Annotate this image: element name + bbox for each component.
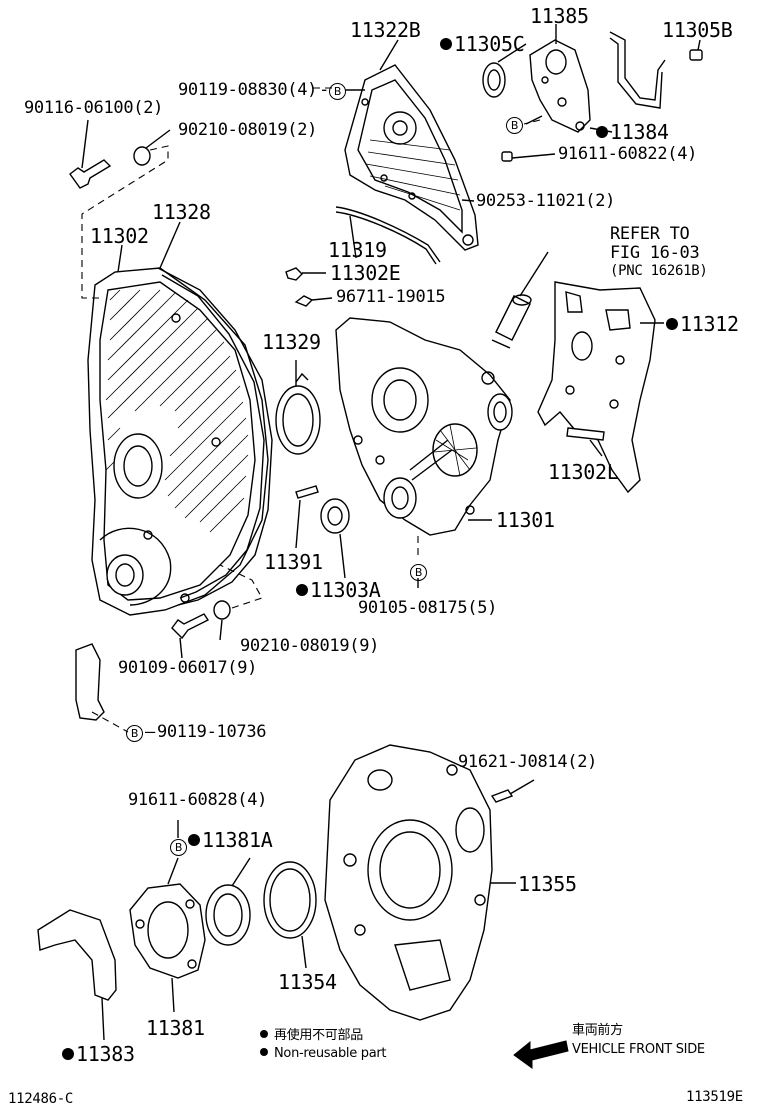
pipe-16261B [491, 294, 532, 349]
refer-line-1: REFER TO [610, 224, 690, 244]
nonreusable-dot-icon [596, 126, 608, 138]
label-11302L: 11302L [548, 460, 619, 484]
refer-line-3: (PNC 16261B) [610, 263, 708, 279]
bolt-90116-06100 [69, 159, 112, 189]
cover-11383 [37, 909, 117, 1001]
stud-11302L [566, 427, 605, 441]
label-90253-11021: 90253-11021(2) [476, 191, 616, 211]
bolt-90109-06017 [171, 613, 210, 640]
marker-b-11385: B [506, 116, 523, 134]
plate-11355 [324, 744, 493, 1021]
marker-b-retainer: B [170, 838, 187, 856]
label-11384: 11384 [596, 122, 669, 142]
nonreusable-dot-icon [666, 318, 678, 330]
label-90105-08175: 90105-08175(5) [358, 598, 498, 618]
label-11312: 11312 [666, 314, 739, 334]
label-90210-08019-9: 90210-08019(9) [240, 636, 380, 656]
label-11383: 11383 [62, 1044, 135, 1064]
legend-front-jp: 車両前方 [572, 1023, 623, 1038]
label-90109-06017: 90109-06017(9) [118, 658, 258, 678]
label-11305C: 11305C [440, 34, 525, 54]
label-91611-60828: 91611-60828(4) [128, 790, 268, 810]
nut-90210-top [133, 146, 151, 166]
legend-nonreusable-en: Non-reusable part [260, 1047, 387, 1060]
label-11391: 11391 [264, 550, 323, 574]
plug-11305B [689, 49, 703, 61]
arrow-icon [513, 1040, 569, 1069]
refer-line-2: FIG 16-03 [610, 243, 700, 263]
label-11381A: 11381A [188, 830, 273, 850]
nonreusable-dot-icon [188, 834, 200, 846]
seal-11354 [263, 861, 317, 939]
upper-cover-11322B [344, 64, 479, 251]
label-11302E: 11302E [330, 261, 401, 285]
dashed-leaders [91, 87, 541, 733]
label-11355: 11355 [518, 872, 577, 896]
label-91611-60822: 91611-60822(4) [558, 144, 698, 164]
label-11301: 11301 [496, 508, 555, 532]
gasket-11329 [275, 372, 321, 455]
legend-nonreusable-jp: 再使用不可部品 [260, 1029, 363, 1042]
label-11305B: 11305B [662, 18, 733, 42]
label-11302: 11302 [90, 224, 149, 248]
nonreusable-dot-icon [440, 38, 452, 50]
label-90119-10736: B—90119-10736 [126, 724, 267, 742]
footer-left-code: 112486-C [8, 1091, 74, 1107]
bracket-90119-10736 [75, 643, 105, 721]
timing-cover-11302 [87, 267, 269, 616]
label-90119-08830: 90119-08830(4)-B [178, 82, 347, 100]
pin-11391 [295, 485, 319, 499]
nonreusable-dot-icon [260, 1030, 268, 1038]
nut-90210-lower [213, 600, 231, 620]
gasket-11328 [157, 267, 273, 606]
case-11301 [335, 317, 513, 536]
label-96711-19015: 96711-19015 [336, 287, 446, 307]
bolt-91621-J0814 [490, 789, 514, 803]
bracket-11384 [609, 31, 666, 109]
label-11322B: 11322B [350, 18, 421, 42]
nonreusable-dot-icon [260, 1048, 268, 1056]
seal-11303A [320, 498, 350, 534]
label-91621-J0814: 91621-J0814(2) [458, 752, 598, 772]
nonreusable-dot-icon [296, 584, 308, 596]
footer-right-code: 113519E [686, 1089, 743, 1105]
label-90210-08019-2: 90210-08019(2) [178, 120, 318, 140]
nonreusable-dot-icon [62, 1048, 74, 1060]
part-11302E-icon [285, 267, 303, 281]
plate-11385 [529, 39, 591, 133]
label-11385: 11385 [530, 4, 589, 28]
marker-b-case: B [410, 563, 427, 581]
label-11328: 11328 [152, 200, 211, 224]
gasket-11312 [537, 281, 656, 494]
legend-front-en: VEHICLE FRONT SIDE [572, 1042, 705, 1057]
rod-11319 [335, 206, 441, 263]
label-11303A: 11303A [296, 580, 381, 600]
label-11381: 11381 [146, 1016, 205, 1040]
part-96711-icon [294, 295, 314, 307]
seal-11305C [482, 62, 506, 98]
seal-11381A [205, 884, 251, 946]
pin-90253 [501, 151, 513, 162]
retainer-11381 [129, 883, 206, 979]
label-90116-06100: 90116-06100(2) [24, 98, 164, 118]
label-11329: 11329 [262, 330, 321, 354]
label-11319: 11319 [328, 238, 387, 262]
label-11354: 11354 [278, 970, 337, 994]
